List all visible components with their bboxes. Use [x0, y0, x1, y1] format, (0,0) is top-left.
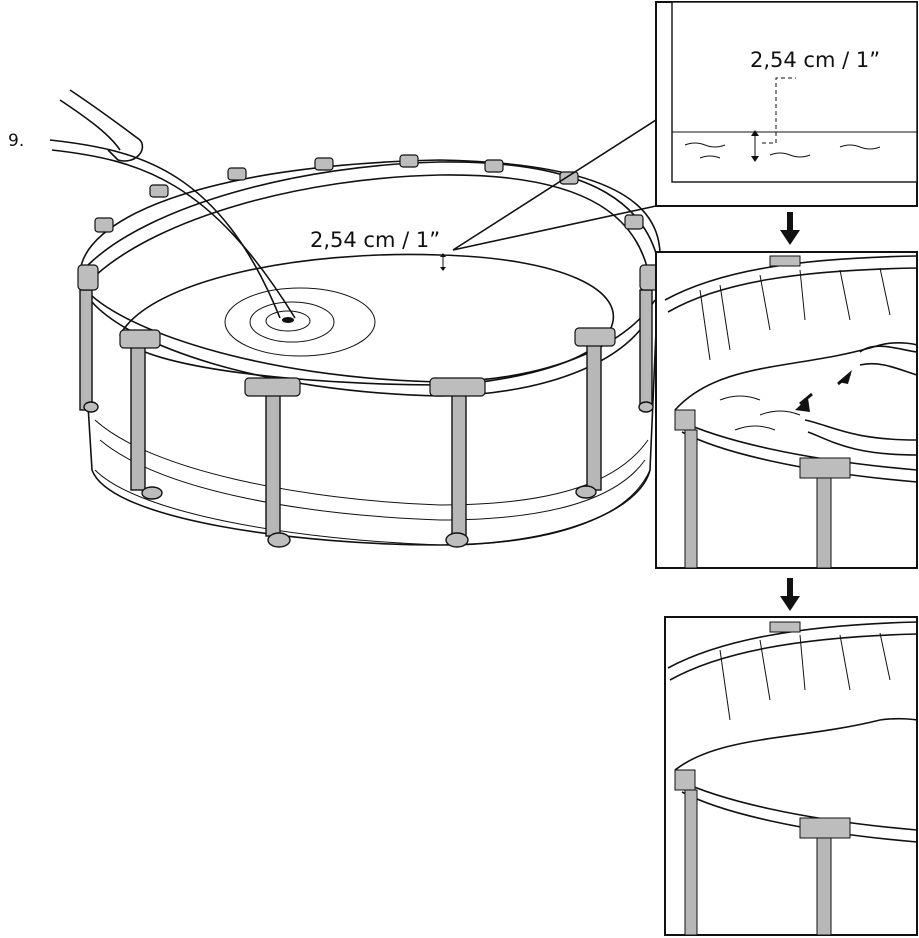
ripple — [224, 287, 376, 357]
liner-floor-smooth — [674, 717, 918, 771]
callout-wedge — [452, 118, 657, 251]
main-measurement-label: 2,54 cm / 1” — [310, 228, 440, 252]
hose-outlet — [282, 317, 294, 323]
pool-wall — [79, 159, 661, 546]
down-arrow-2 — [780, 578, 800, 611]
detail-measurement-label: 2,54 cm / 1” — [750, 48, 880, 72]
frame-joints — [77, 154, 661, 397]
wall-band — [94, 419, 649, 506]
hand-upper — [859, 362, 918, 376]
step-number: 9. — [8, 131, 24, 151]
liner-floor — [674, 342, 918, 411]
frame-legs — [79, 289, 653, 537]
down-arrow-1 — [780, 212, 800, 245]
hand — [69, 89, 144, 162]
garden-hose — [49, 139, 281, 319]
ripple — [249, 301, 335, 343]
panel-smooth-result — [664, 616, 918, 936]
leg-feet — [83, 401, 654, 548]
front-rail — [677, 419, 918, 471]
water-surface — [119, 253, 615, 386]
detail-panel-water-depth: 2,54 cm / 1” — [655, 1, 918, 207]
panel-smoothing-liner — [655, 251, 918, 569]
ripple — [265, 310, 311, 332]
main-pool-drawing: 9. 2,54 cm / 1” — [8, 89, 661, 548]
hand-lower — [804, 419, 918, 441]
